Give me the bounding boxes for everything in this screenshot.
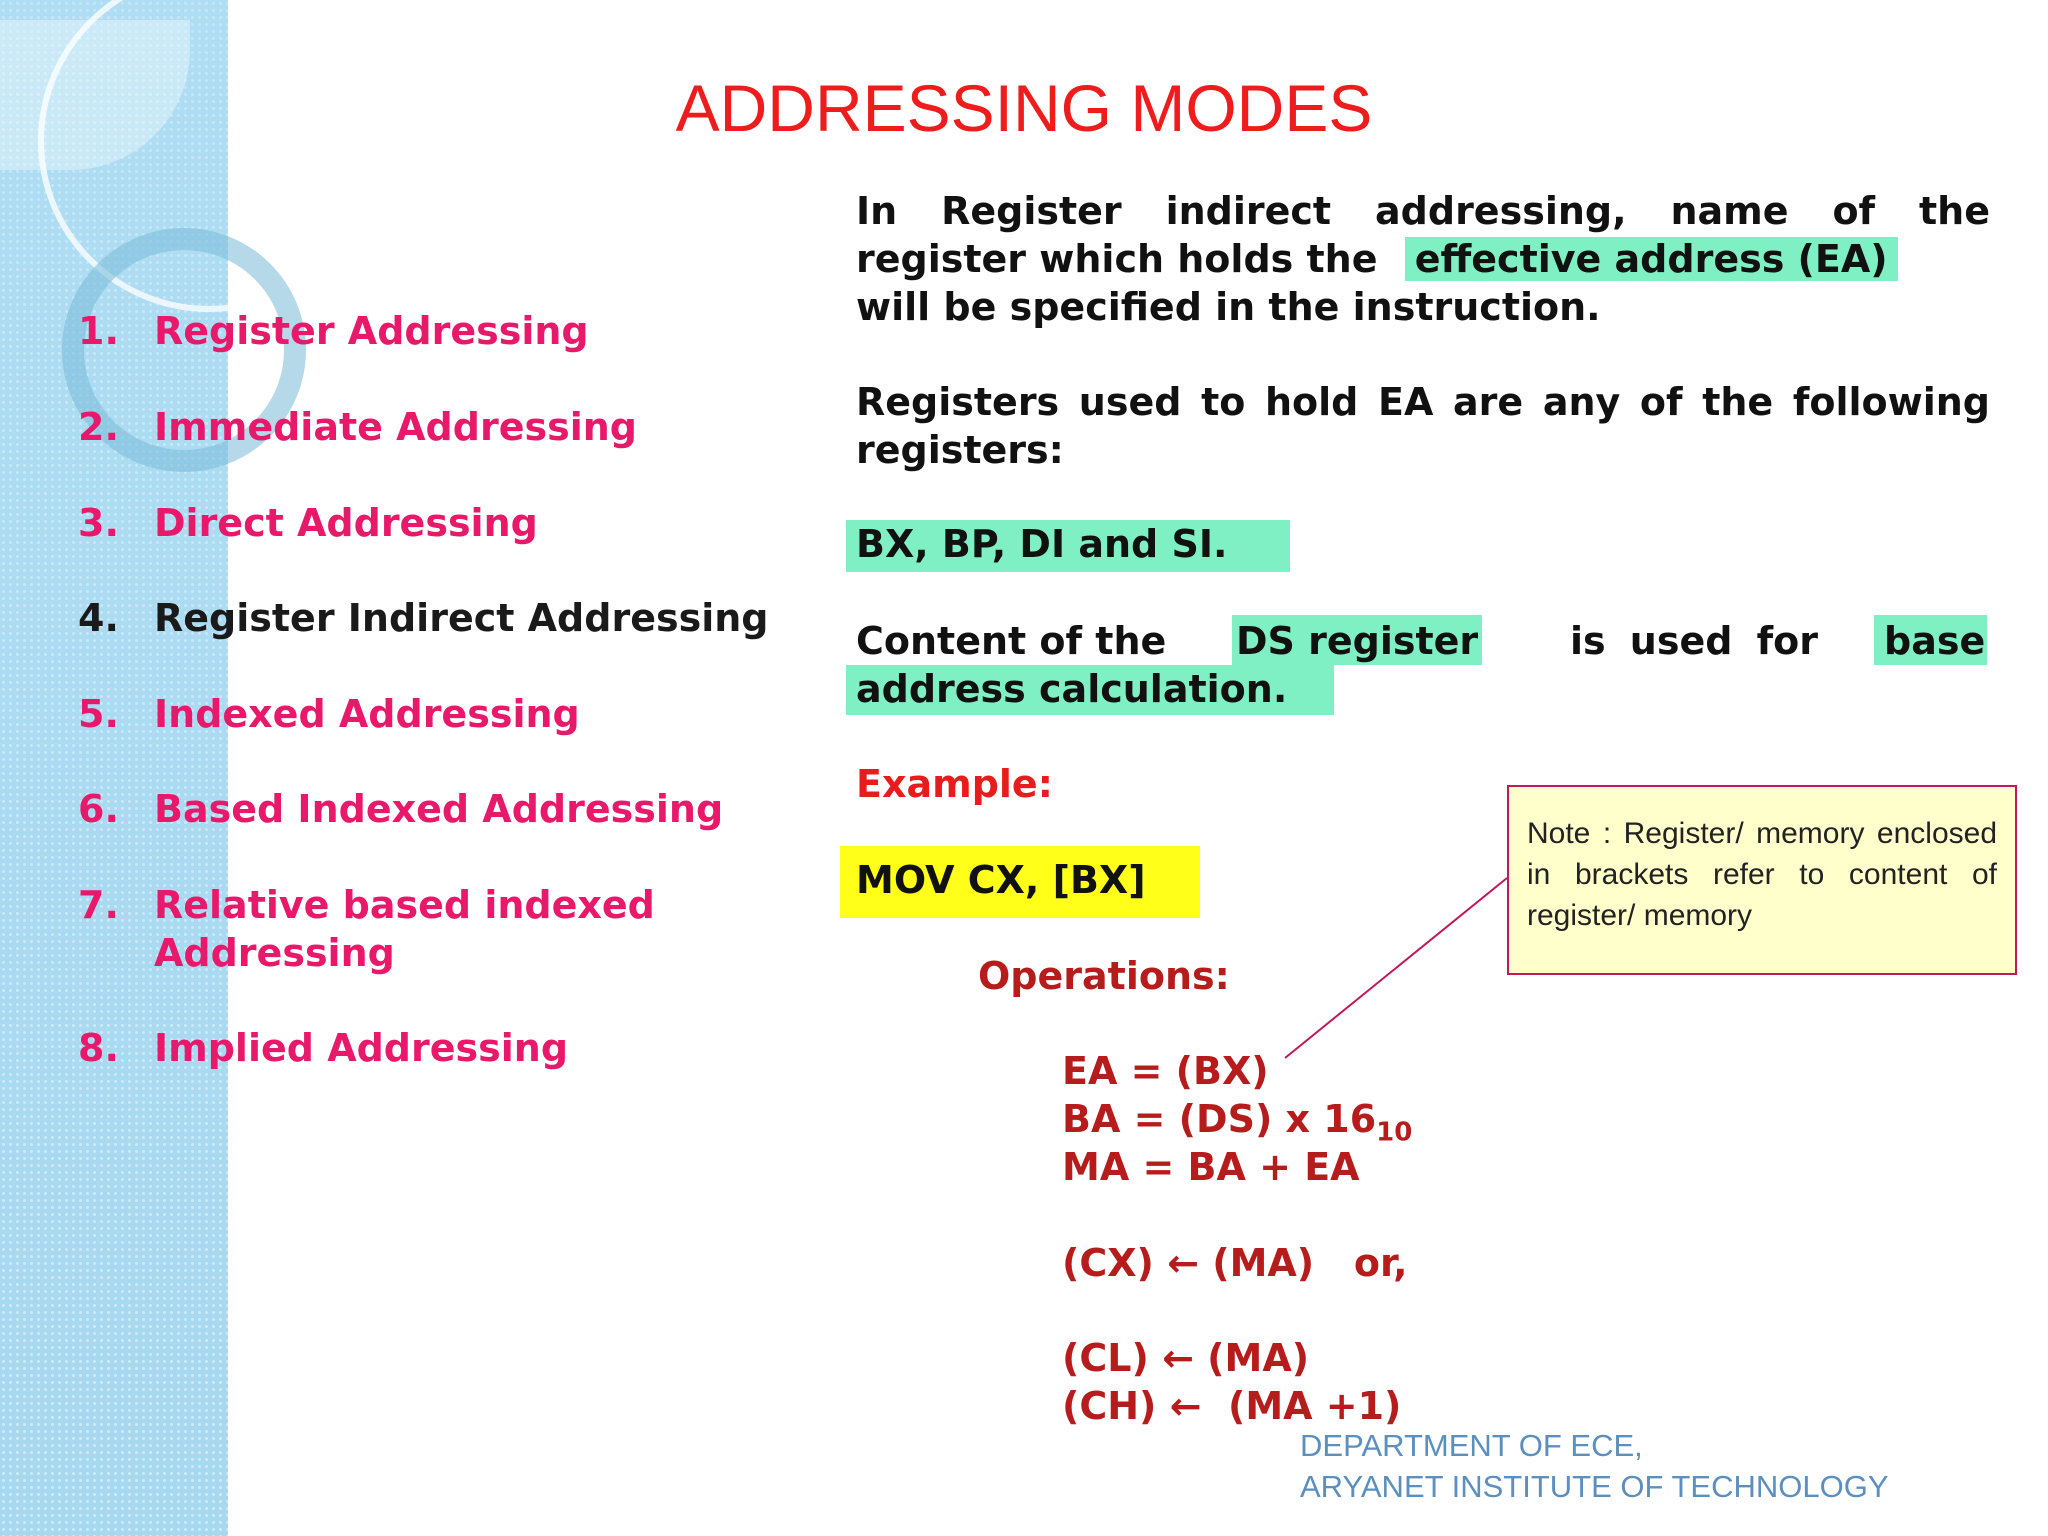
example-label: Example:	[856, 762, 1053, 806]
note-callout: Note : Register/ memory enclosed in brac…	[1507, 785, 2017, 975]
operation-line: BA = (DS) x 1610	[1062, 1095, 1412, 1157]
list-label: Register Addressing	[154, 309, 589, 353]
list-label: Based Indexed Addressing	[154, 787, 724, 831]
list-label: Relative based indexed Addressing	[154, 883, 655, 975]
list-number: 3.	[78, 501, 119, 545]
operation-line: MA = BA + EA	[1062, 1145, 1360, 1189]
slide-title: ADDRESSING MODES	[675, 71, 1373, 145]
list-label: Immediate Addressing	[154, 405, 637, 449]
list-label: Implied Addressing	[154, 1026, 569, 1070]
operation-line: (CX) ← (MA) or,	[1062, 1241, 1408, 1285]
subscript: 10	[1376, 1117, 1413, 1148]
registers-highlight: BX, BP, DI and SI.	[846, 520, 1290, 572]
paragraph-text: register which holds the	[856, 237, 1378, 281]
list-number: 5.	[78, 692, 119, 736]
paragraph-line: Registers used to hold EA are any of the…	[856, 380, 1990, 424]
highlighted-term: effective address (EA)	[1404, 237, 1898, 281]
operation-line: (CL) ← (MA)	[1062, 1336, 1310, 1380]
operation-line: (CH) ← (MA +1)	[1062, 1384, 1402, 1428]
operations-label: Operations:	[978, 954, 1230, 998]
operation-text: BA = (DS) x 16	[1062, 1097, 1377, 1141]
list-number: 8.	[78, 1026, 119, 1070]
operation-line: EA = (BX)	[1062, 1049, 1269, 1093]
paragraph-line: will be specified in the instruction.	[856, 285, 1601, 329]
highlighted-term: address calculation.	[846, 665, 1334, 715]
paragraph-line: registers:	[856, 428, 1064, 472]
list-label: Direct Addressing	[154, 501, 538, 545]
note-text: Note : Register/ memory enclosed in brac…	[1527, 817, 1997, 932]
highlighted-term: base	[1874, 615, 1988, 665]
paragraph-line: Content of the DS register is used for b…	[856, 615, 1990, 665]
list-number: 2.	[78, 405, 119, 449]
example-code-box: MOV CX, [BX]	[840, 846, 1200, 918]
list-number: 1.	[78, 309, 119, 353]
list-number: 7.	[78, 883, 119, 927]
highlighted-term: DS register	[1232, 615, 1483, 665]
paragraph-text: Content of the	[856, 619, 1167, 663]
list-number: 4.	[78, 596, 119, 640]
paragraph-line: In Register indirect addressing, name of…	[856, 189, 1990, 233]
example-code: MOV CX, [BX]	[856, 858, 1146, 902]
footer-institute: ARYANET INSTITUTE OF TECHNOLOGY	[1300, 1469, 1889, 1504]
list-label: Register Indirect Addressing	[154, 596, 769, 640]
list-number: 6.	[78, 787, 119, 831]
footer-department: DEPARTMENT OF ECE,	[1300, 1428, 1643, 1463]
paragraph-text: is used for	[1570, 619, 1818, 663]
list-label: Indexed Addressing	[154, 692, 580, 736]
paragraph-line: register which holds the effective addre…	[856, 235, 2008, 283]
callout-line	[1284, 877, 1508, 1059]
decorative-side-strip	[0, 0, 380, 1536]
